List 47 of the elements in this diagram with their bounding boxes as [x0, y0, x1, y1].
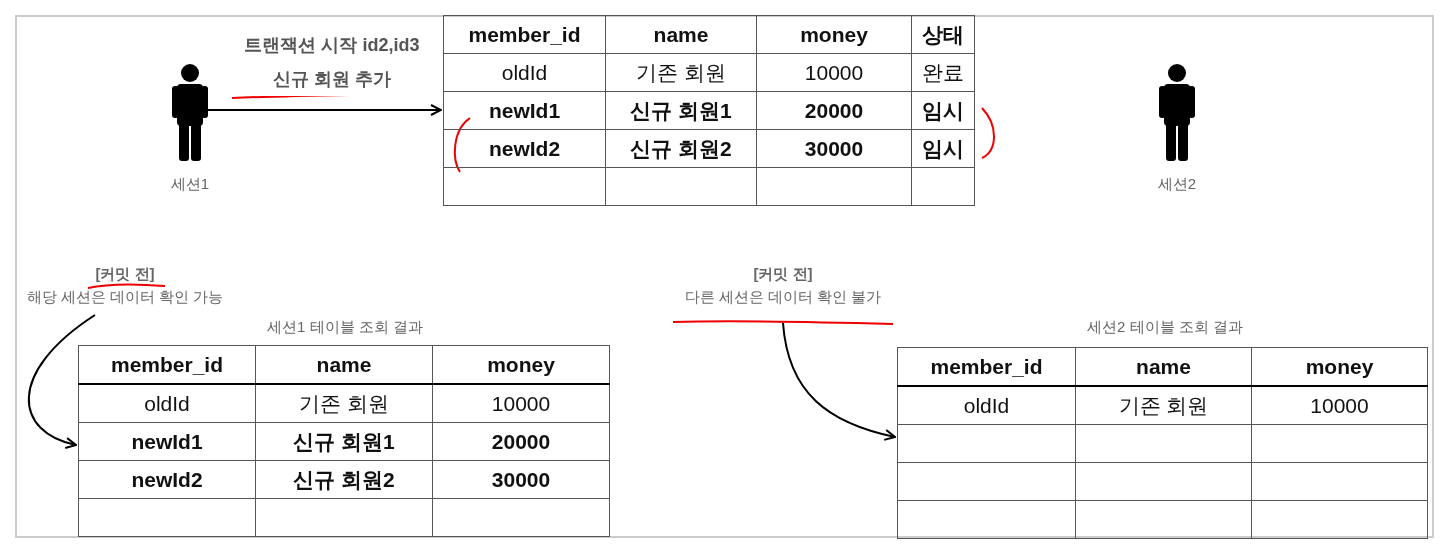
- column-header: name: [605, 15, 757, 54]
- data-table: [897, 347, 1428, 539]
- column-header: money: [1251, 347, 1428, 386]
- arrow: [782, 322, 896, 441]
- table-cell: 20000: [756, 91, 912, 130]
- column-header: member_id: [897, 347, 1076, 386]
- table-cell: 30000: [756, 129, 912, 168]
- table-cell: 10000: [756, 53, 912, 92]
- table-cell: oldId: [897, 386, 1076, 425]
- note-text: 해당 세션은 데이터 확인 가능: [26, 288, 224, 307]
- table-cell: 10000: [432, 384, 610, 423]
- table-cell: 20000: [432, 422, 610, 461]
- column-header: name: [1075, 347, 1252, 386]
- table-caption: 세션2 테이블 조회 결과: [1086, 318, 1244, 337]
- table-cell: newId2: [78, 460, 256, 499]
- table-cell: 신규 회원2: [255, 460, 433, 499]
- table-caption: 세션1 테이블 조회 결과: [266, 318, 424, 337]
- table-cell: newId1: [443, 91, 606, 130]
- note-heading: [커밋 전]: [95, 265, 155, 284]
- column-header: member_id: [443, 15, 606, 54]
- column-header: member_id: [78, 345, 256, 384]
- table-cell: 기존 회원: [1075, 386, 1252, 425]
- table-cell: 10000: [1251, 386, 1428, 425]
- column-header: name: [255, 345, 433, 384]
- table-cell: newId1: [78, 422, 256, 461]
- session-label: 세션2: [1156, 175, 1198, 194]
- column-header: money: [756, 15, 912, 54]
- data-table: [78, 345, 610, 537]
- table-cell: 신규 회원1: [255, 422, 433, 461]
- table-cell: newId2: [443, 129, 606, 168]
- note-text: 다른 세션은 데이터 확인 불가: [684, 288, 882, 307]
- arrow: [27, 314, 96, 449]
- session-label: 세션1: [169, 175, 211, 194]
- note-heading: [커밋 전]: [753, 265, 813, 284]
- table-cell: 임시: [911, 91, 975, 130]
- table-cell: 완료: [911, 53, 975, 92]
- table-cell: oldId: [443, 53, 606, 92]
- table-cell: 기존 회원: [605, 53, 757, 92]
- data-table: [443, 15, 975, 206]
- table-cell: 기존 회원: [255, 384, 433, 423]
- column-header: 상태: [911, 15, 975, 54]
- table-cell: oldId: [78, 384, 256, 423]
- column-header: money: [432, 345, 610, 384]
- table-cell: 신규 회원1: [605, 91, 757, 130]
- table-cell: 30000: [432, 460, 610, 499]
- table-cell: 임시: [911, 129, 975, 168]
- table-cell: 신규 회원2: [605, 129, 757, 168]
